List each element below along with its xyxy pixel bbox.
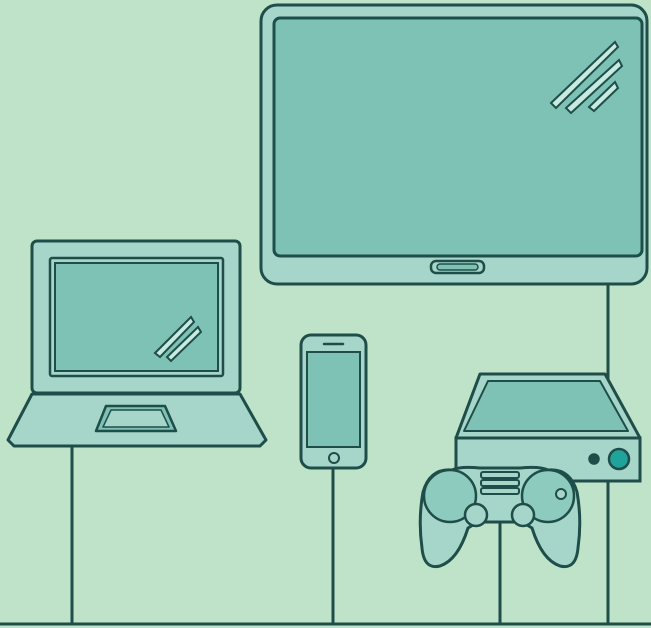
laptop-icon xyxy=(8,241,266,446)
game-console-icon xyxy=(456,374,640,481)
smartphone-icon xyxy=(301,335,366,468)
controller-grille xyxy=(481,472,519,494)
tablet-icon xyxy=(261,5,647,284)
